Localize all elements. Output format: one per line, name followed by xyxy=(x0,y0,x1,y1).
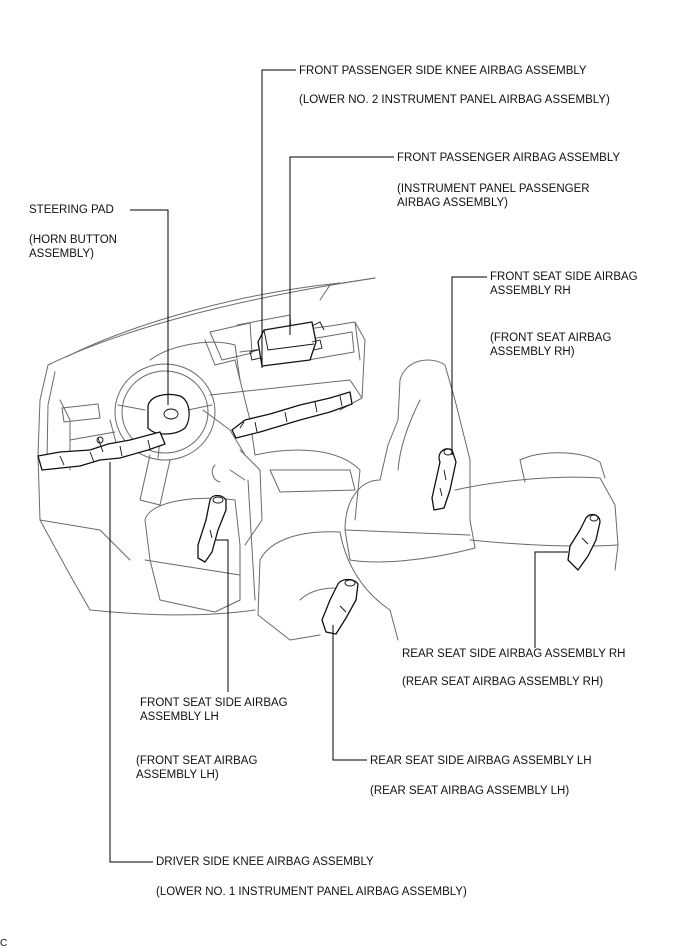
driver-knee-airbag-part xyxy=(37,431,166,471)
label-driver-knee-name: DRIVER SIDE KNEE AIRBAG ASSEMBLY xyxy=(156,856,374,868)
corner-mark: C xyxy=(0,938,7,949)
label-front-seat-lh-name-2: ASSEMBLY LH xyxy=(140,711,219,723)
label-front-seat-lh-name-1: FRONT SEAT SIDE AIRBAG xyxy=(140,697,288,709)
label-front-seat-lh-alt-2: ASSEMBLY LH) xyxy=(136,769,219,781)
label-rear-seat-lh-name: REAR SEAT SIDE AIRBAG ASSEMBLY LH xyxy=(370,755,592,767)
callout-labels: FRONT PASSENGER SIDE KNEE AIRBAG ASSEMBL… xyxy=(0,65,638,949)
passenger-airbag-part xyxy=(249,321,325,367)
label-passenger-knee-alt: (LOWER NO. 2 INSTRUMENT PANEL AIRBAG ASS… xyxy=(299,94,610,106)
leader-steering-pad xyxy=(130,209,169,405)
leader-front-seat-rh xyxy=(451,276,487,455)
passenger-knee-airbag-part xyxy=(231,391,353,439)
leader-rear-seat-lh xyxy=(332,625,367,761)
label-front-seat-rh-name-1: FRONT SEAT SIDE AIRBAG xyxy=(490,271,638,283)
label-passenger-airbag-alt-2: AIRBAG ASSEMBLY) xyxy=(397,197,508,209)
front-seat-side-airbag-lh-part xyxy=(197,494,227,563)
label-passenger-airbag-alt-1: (INSTRUMENT PANEL PASSENGER xyxy=(397,183,590,195)
label-steering-pad-alt-1: (HORN BUTTON xyxy=(29,234,117,246)
label-front-seat-rh-name-2: ASSEMBLY RH xyxy=(490,285,571,297)
front-seat-side-airbag-rh-part xyxy=(431,448,457,511)
label-steering-pad-alt-2: ASSEMBLY) xyxy=(29,248,94,260)
label-driver-knee-alt: (LOWER NO. 1 INSTRUMENT PANEL AIRBAG ASS… xyxy=(156,886,467,898)
leader-passenger-airbag xyxy=(289,156,394,335)
leader-rear-seat-rh xyxy=(534,551,568,648)
label-rear-seat-rh-alt: (REAR SEAT AIRBAG ASSEMBLY RH) xyxy=(402,676,603,688)
leader-driver-knee xyxy=(109,462,153,863)
label-steering-pad-name: STEERING PAD xyxy=(29,204,114,216)
label-rear-seat-lh-alt: (REAR SEAT AIRBAG ASSEMBLY LH) xyxy=(370,785,569,797)
label-front-seat-rh-alt-1: (FRONT SEAT AIRBAG xyxy=(490,332,611,344)
leader-front-seat-lh xyxy=(216,539,229,692)
label-rear-seat-rh-name: REAR SEAT SIDE AIRBAG ASSEMBLY RH xyxy=(402,648,625,660)
label-front-seat-lh-alt-1: (FRONT SEAT AIRBAG xyxy=(136,755,257,767)
label-front-seat-rh-alt-2: ASSEMBLY RH) xyxy=(490,346,575,358)
rear-seat-side-airbag-rh-part xyxy=(567,513,601,571)
label-passenger-knee-name: FRONT PASSENGER SIDE KNEE AIRBAG ASSEMBL… xyxy=(299,65,587,77)
rear-seat-side-airbag-lh-part xyxy=(321,578,359,635)
leader-lines xyxy=(109,69,568,863)
leader-passenger-knee xyxy=(261,69,296,368)
steering-pad-part xyxy=(147,393,190,435)
label-passenger-airbag-name: FRONT PASSENGER AIRBAG ASSEMBLY xyxy=(397,152,620,164)
